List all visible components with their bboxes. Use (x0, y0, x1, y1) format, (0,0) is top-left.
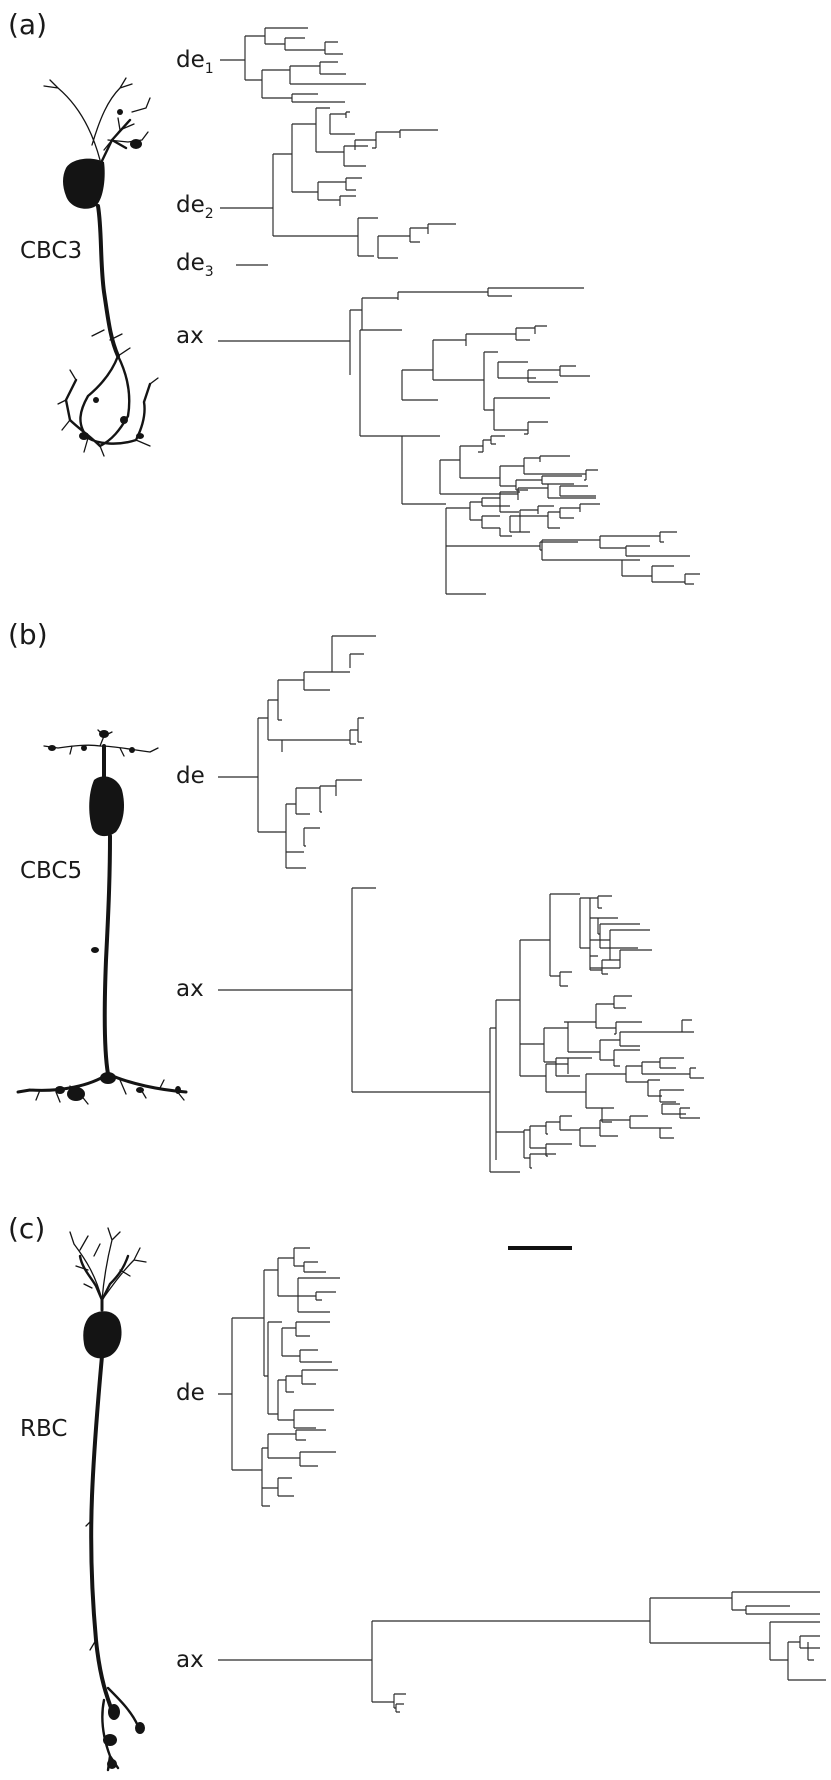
dendrogram-cbc5-ax (218, 887, 704, 1173)
tree-label-de2: de2 (176, 192, 214, 222)
panel-b-label: (b) (8, 618, 48, 651)
panel-c-label: (c) (8, 1212, 45, 1245)
dendrogram-rbc-ax (218, 1591, 826, 1713)
cell-label-rbc: RBC (20, 1416, 67, 1442)
tree-label-de3: de3 (176, 250, 214, 280)
tree-label-de-b: de (176, 763, 205, 789)
dendrogram-cbc3-de1 (220, 27, 366, 103)
cell-label-cbc5: CBC5 (20, 858, 82, 884)
panel-a-label: (a) (8, 8, 47, 41)
scale-bar (508, 1246, 572, 1250)
tree-label-ax-c: ax (176, 1647, 204, 1673)
dendrogram-cbc3-de2 (220, 107, 456, 259)
tree-label-ax-a: ax (176, 323, 204, 349)
tree-label-ax-b: ax (176, 976, 204, 1002)
panel-c: (c) RBC de ax (8, 1212, 826, 1772)
dendrogram-rbc-de (218, 1247, 340, 1507)
tree-label-de-c: de (176, 1380, 205, 1406)
panel-a: (a) CBC3 de1 de2 de3 ax (8, 8, 700, 595)
neuron-cbc3-morphology (43, 77, 159, 457)
neuron-rbc-morphology (69, 1227, 147, 1772)
panel-b: (b) CBC5 de ax (8, 618, 704, 1250)
tree-label-de1: de1 (176, 47, 214, 77)
neuron-cbc5-morphology (16, 729, 188, 1105)
cell-label-cbc3: CBC3 (20, 238, 82, 264)
dendrogram-cbc3-ax (218, 287, 700, 595)
dendrogram-cbc5-de (218, 635, 376, 869)
